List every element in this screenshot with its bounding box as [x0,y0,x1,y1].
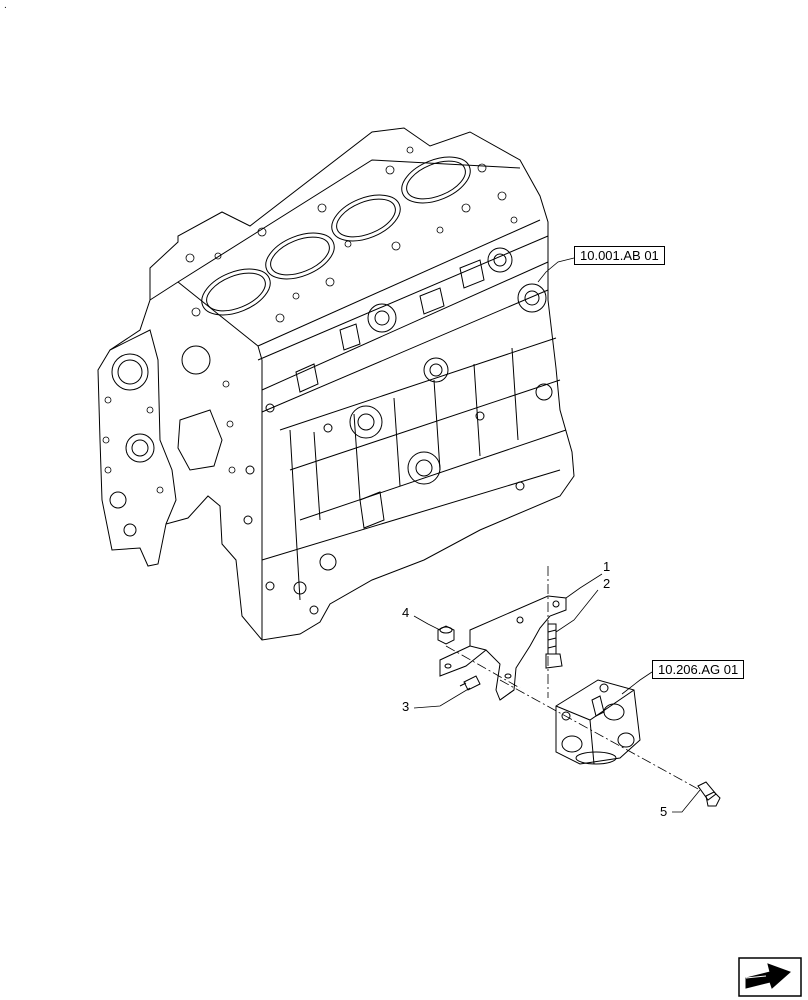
reference-box-engine-block[interactable]: 10.001.AB 01 [574,246,665,265]
callout-3: 3 [402,699,410,714]
callout-4: 4 [402,605,410,620]
next-page-arrow-icon[interactable] [739,958,801,996]
assembly-axis-lines [446,566,700,790]
reference-label: 10.001.AB 01 [580,248,659,263]
reference-label: 10.206.AG 01 [658,662,739,677]
engine-block [98,128,574,640]
bolt-part-5 [698,782,720,806]
fuel-filter-head [556,680,640,764]
callout-5: 5 [660,804,668,819]
corner-mark: . [4,0,7,11]
nut-part-4 [438,626,454,644]
screw-part-3 [460,676,480,690]
mounting-bracket [440,596,566,700]
bolt-part-2 [546,624,562,668]
callout-2: 2 [603,576,611,591]
leader-lines [414,258,700,812]
reference-box-filter-head[interactable]: 10.206.AG 01 [652,660,745,679]
callout-1: 1 [603,559,611,574]
